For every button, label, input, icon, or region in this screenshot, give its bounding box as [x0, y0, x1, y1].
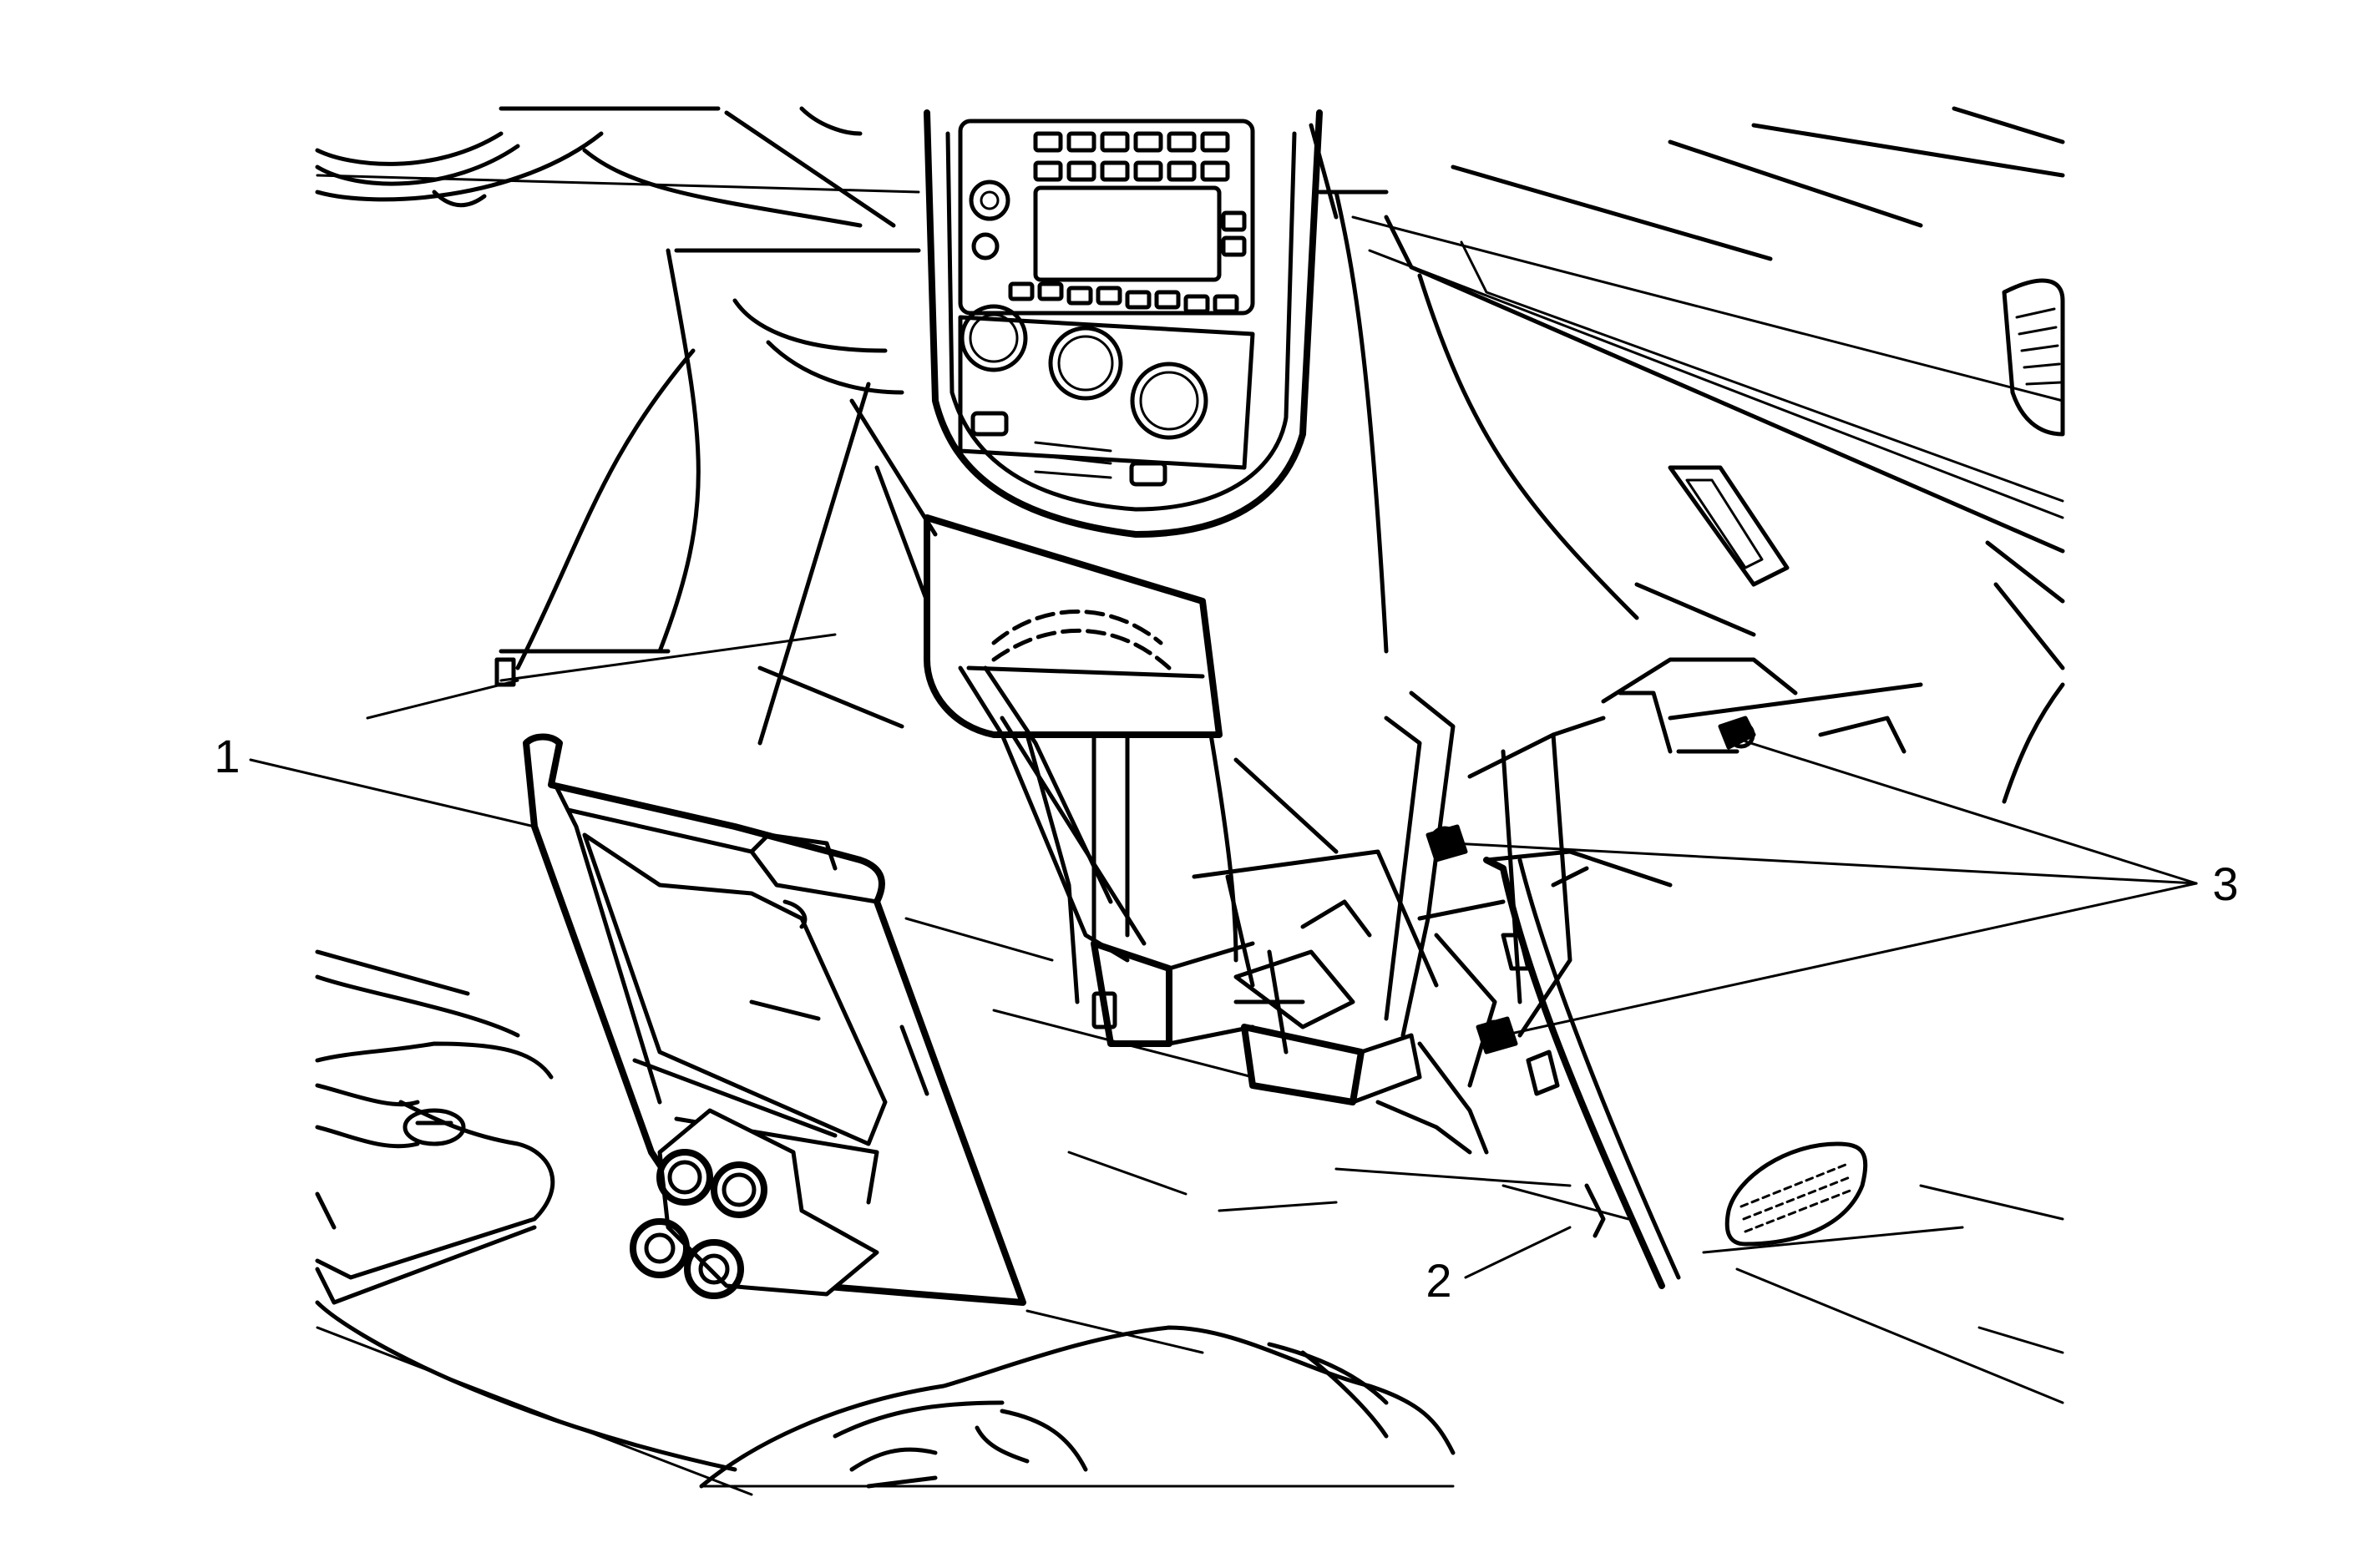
radio-lower-buttons [1008, 281, 1239, 314]
mode-knob-icon [1130, 362, 1208, 440]
storage-pocket [924, 514, 1223, 738]
radio-preset-buttons [1033, 131, 1247, 257]
power-outlet-upper-right-icon [711, 1161, 767, 1218]
power-outlet-cap-left-icon [630, 1218, 690, 1278]
fan-knob-icon [1048, 326, 1123, 401]
leader-line-3a [1744, 740, 2198, 885]
callout-1: 1 [214, 730, 240, 782]
leader-line-2 [1464, 1226, 1572, 1279]
retainer-clip-bottom [1476, 1016, 1518, 1055]
passenger-dash [1309, 106, 2065, 804]
leader-lines [249, 740, 2198, 1279]
center-stack [924, 109, 1323, 538]
leader-line-1 [249, 758, 536, 828]
retainer-clip-middle [1425, 824, 1468, 862]
retainer-clip-top [1718, 716, 1756, 750]
speaker-grille-icon [1724, 1141, 1868, 1247]
power-outlet-cap-right-icon [684, 1239, 744, 1299]
leader-line-3c [1501, 882, 2198, 1037]
steering-column-area [315, 106, 938, 746]
power-outlets [630, 1149, 767, 1299]
floor-lines [366, 633, 2064, 1404]
callout-2: 2 [1425, 1254, 1451, 1307]
power-outlet-upper-left-icon [656, 1149, 713, 1206]
temp-knob-icon [960, 304, 1028, 372]
bottom-console [699, 1325, 1456, 1489]
left-floor-area [315, 949, 753, 1496]
right-side-trim-panel [1483, 849, 1868, 1289]
leader-line-3b [1451, 842, 2198, 885]
callout-3: 3 [2212, 857, 2238, 910]
console-bracket [958, 657, 1923, 1155]
lower-console-trim-panel [523, 733, 1026, 1306]
